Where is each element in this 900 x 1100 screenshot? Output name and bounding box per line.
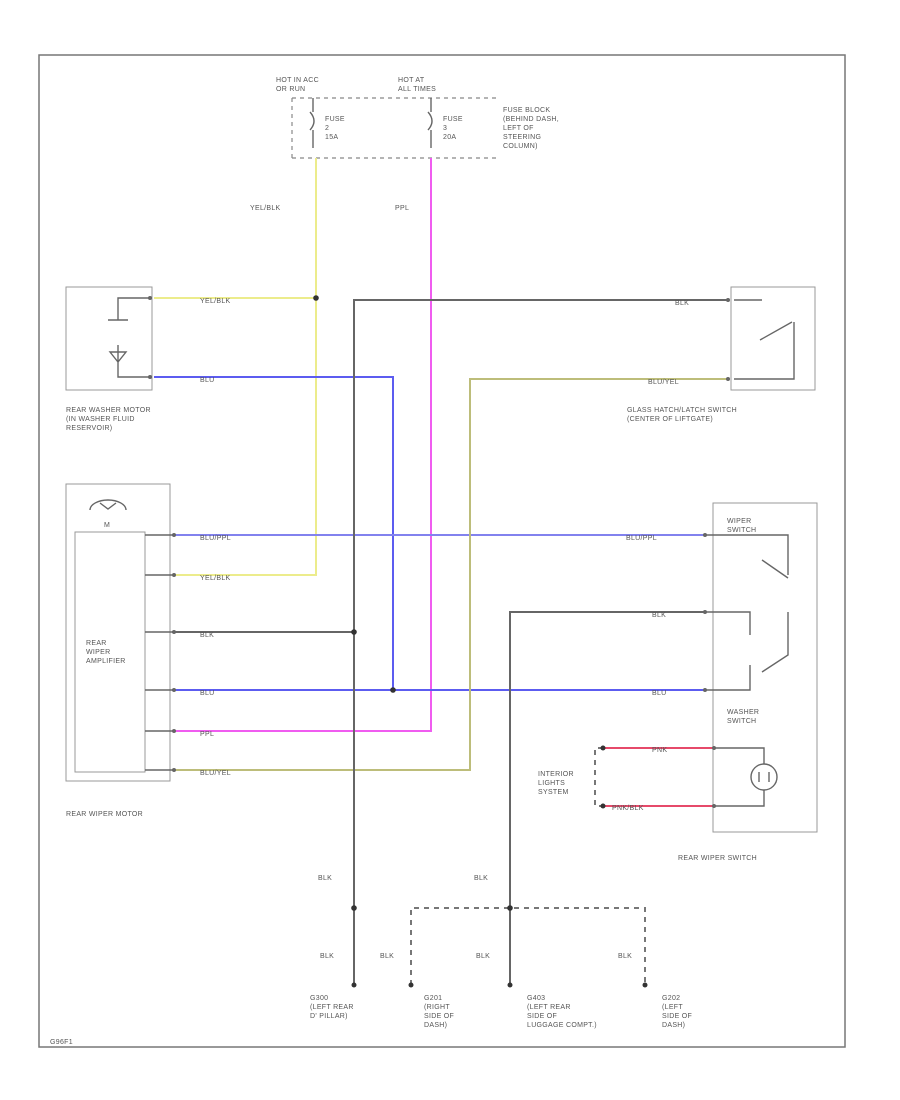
rear-washer-motor-box bbox=[65, 286, 153, 391]
wire-label-blu-ppl-switch: BLU/PPL bbox=[626, 535, 657, 542]
wire-label-blu-amp: BLU bbox=[200, 690, 215, 697]
splice-blk-g403 bbox=[507, 905, 513, 911]
splice-blk-g300 bbox=[351, 905, 357, 911]
interior-lights-node-2 bbox=[600, 803, 606, 809]
wire-label-ppl-amp: PPL bbox=[200, 731, 214, 738]
wire-label-blu-washer: BLU bbox=[200, 377, 215, 384]
diagram-frame bbox=[38, 54, 846, 1048]
wire-label-pnk: PNK bbox=[652, 747, 667, 754]
fuse-block-outline bbox=[291, 97, 497, 159]
wire-blk-g403 bbox=[509, 611, 705, 985]
ground-g300-node bbox=[351, 982, 357, 988]
washer-motor-symbol bbox=[108, 297, 152, 378]
wire-blk-g300 bbox=[172, 299, 728, 985]
wire-label-blk-glass: BLK bbox=[675, 300, 689, 307]
rear-wiper-amplifier-box bbox=[74, 531, 146, 773]
ground-g202-node bbox=[642, 982, 648, 988]
rear-wiper-switch-label: REAR WIPER SWITCH bbox=[678, 855, 757, 862]
diagram-code: G96F1 bbox=[50, 1039, 73, 1046]
wire-label-ppl-vertical: PPL bbox=[395, 205, 409, 212]
wire-label-blk-g201: BLK bbox=[380, 953, 394, 960]
wire-label-pnk-blk: PNK/BLK bbox=[612, 805, 644, 812]
interior-lights-node-1 bbox=[600, 745, 606, 751]
amplifier-pin-stubs bbox=[145, 534, 172, 771]
wiper-switch-symbol bbox=[705, 534, 789, 579]
wire-label-blk-g300: BLK bbox=[320, 953, 334, 960]
wiper-motor-symbol bbox=[89, 499, 127, 511]
glass-hatch-switch-symbol bbox=[734, 299, 795, 380]
wire-blu-yel bbox=[172, 378, 728, 771]
fuse-2-symbol bbox=[309, 98, 315, 148]
wire-ppl bbox=[172, 158, 432, 732]
connector-terminals bbox=[148, 296, 730, 808]
wire-label-blu-ppl-amp: BLU/PPL bbox=[200, 535, 231, 542]
fuse-3-symbol bbox=[427, 98, 433, 148]
wire-label-blk-g403: BLK bbox=[476, 953, 490, 960]
lamp-filament bbox=[714, 747, 770, 807]
ground-g201-node bbox=[408, 982, 414, 988]
splice-blu bbox=[390, 687, 396, 693]
wire-label-blu-yel-amp: BLU/YEL bbox=[200, 770, 231, 777]
splice-blk-amp bbox=[351, 629, 357, 635]
wire-label-blu-yel-glass: BLU/YEL bbox=[648, 379, 679, 386]
ground-dashed-bus bbox=[410, 907, 646, 985]
lamp-symbol bbox=[750, 763, 778, 791]
wire-label-blk-amp: BLK bbox=[200, 632, 214, 639]
wire-yel-blk bbox=[154, 158, 317, 576]
wire-blu-washer bbox=[154, 376, 394, 690]
wire-label-blk-g403-upper: BLK bbox=[474, 875, 488, 882]
rear-wiper-switch-box bbox=[712, 502, 818, 833]
wire-label-blk-g202: BLK bbox=[618, 953, 632, 960]
wiper-switch-park-symbol bbox=[705, 611, 789, 691]
wire-label-yel-blk-vertical: YEL/BLK bbox=[250, 205, 281, 212]
wire-label-blk-switch: BLK bbox=[652, 612, 666, 619]
glass-hatch-switch-box bbox=[730, 286, 816, 391]
ground-g403-node bbox=[507, 982, 513, 988]
wire-label-blk-g300-upper: BLK bbox=[318, 875, 332, 882]
wire-label-yel-blk-amp: YEL/BLK bbox=[200, 575, 231, 582]
wire-label-blu-switch: BLU bbox=[652, 690, 667, 697]
interior-lights-bracket bbox=[594, 747, 603, 807]
glass-hatch-switch-label: GLASS HATCH/LATCH SWITCH(CENTER OF LIFTG… bbox=[627, 407, 737, 423]
rear-wiper-motor-label: REAR WIPER MOTOR bbox=[66, 811, 143, 818]
wiper-motor-m: M bbox=[104, 522, 110, 529]
splice-yel-blk bbox=[313, 295, 319, 301]
wire-label-yel-blk-washer: YEL/BLK bbox=[200, 298, 231, 305]
